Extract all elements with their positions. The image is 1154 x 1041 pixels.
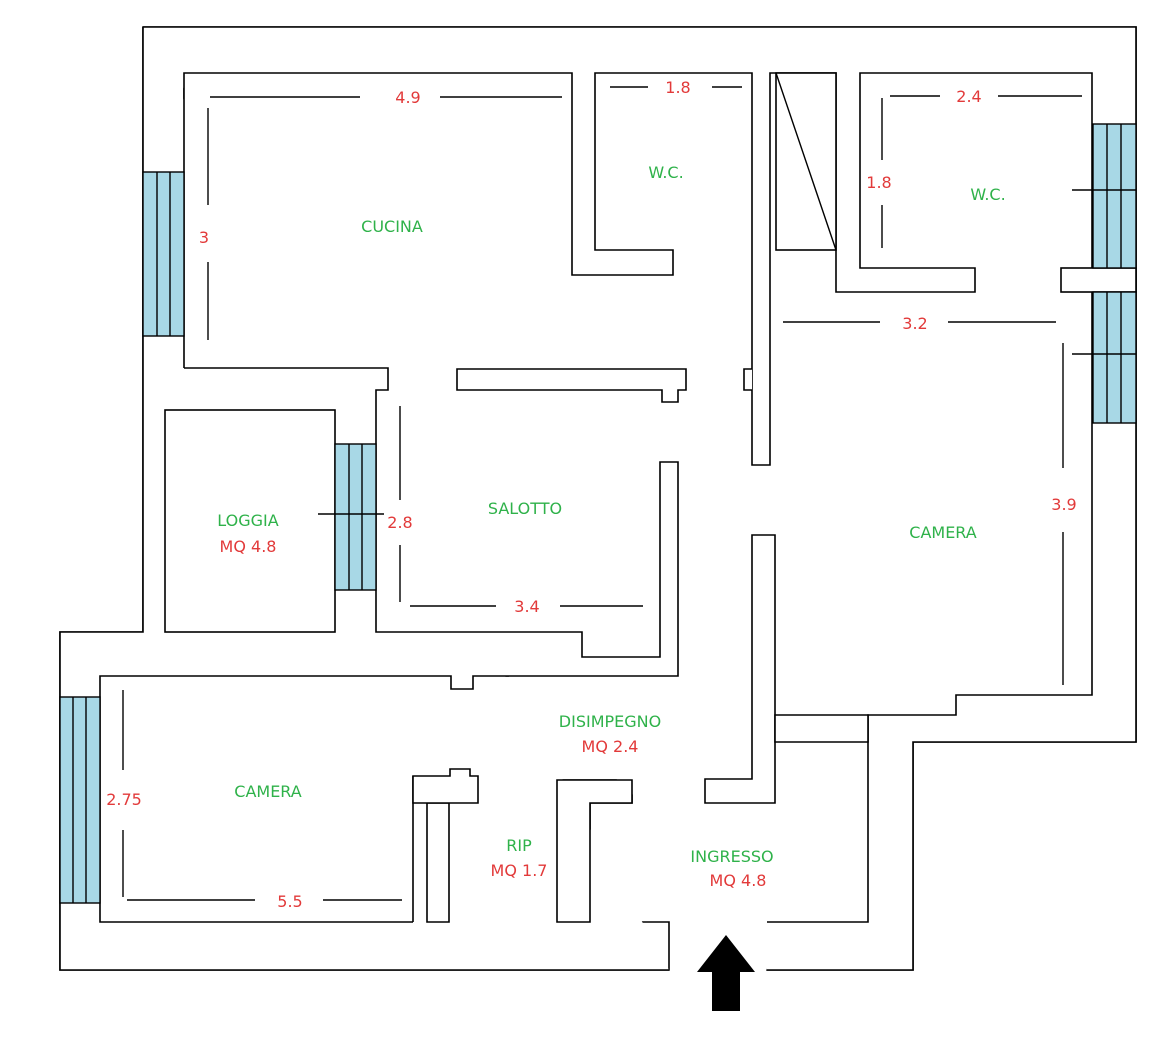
room-label-ingresso: INGRESSO xyxy=(690,847,773,866)
window-loggia xyxy=(334,443,377,591)
room-label-salotto: SALOTTO xyxy=(488,499,562,518)
ingresso-partition xyxy=(774,714,869,743)
dimension-lines xyxy=(122,86,1082,901)
room-label-wc-left: W.C. xyxy=(648,163,683,182)
dim-label-wc-left-width: 1.8 xyxy=(665,78,690,97)
window-camera-left xyxy=(59,696,101,904)
dim-label-wc-right-height: 1.8 xyxy=(866,173,891,192)
room-area-loggia: MQ 4.8 xyxy=(220,537,277,556)
dim-label-camera-right-width: 3.2 xyxy=(902,314,927,333)
room-area-ingresso: MQ 4.8 xyxy=(710,871,767,890)
corridor-stub xyxy=(743,368,752,391)
dim-label-salotto-width: 3.4 xyxy=(514,597,539,616)
corridor-wall xyxy=(704,534,776,804)
dim-label-cucina-height: 3 xyxy=(199,228,209,247)
room-area-rip: MQ 1.7 xyxy=(491,861,548,880)
rip-right-wall xyxy=(556,779,633,923)
loggia-wall xyxy=(164,409,336,633)
room-label-rip: RIP xyxy=(506,836,532,855)
window-cucina xyxy=(142,171,185,337)
dim-label-wc-right-width: 2.4 xyxy=(956,87,981,106)
dim-label-salotto-height: 2.8 xyxy=(387,513,412,532)
dim-label-cucina-width: 4.9 xyxy=(395,88,420,107)
dim-label-camera-left-width: 5.5 xyxy=(277,892,302,911)
room-label-camera-right: CAMERA xyxy=(909,523,977,542)
room-label-camera-left: CAMERA xyxy=(234,782,302,801)
window-wc-right xyxy=(1092,123,1137,269)
right-notch-wall xyxy=(1060,267,1137,293)
rip-partition xyxy=(412,768,479,804)
window-camera-right xyxy=(1092,291,1137,424)
dim-label-camera-left-height: 2.75 xyxy=(106,790,142,809)
room-label-disimpegno: DISIMPEGNO xyxy=(559,712,661,731)
room-label-wc-right: W.C. xyxy=(970,185,1005,204)
room-label-cucina: CUCINA xyxy=(361,217,423,236)
arrow-up-icon xyxy=(697,935,755,1011)
storage-diagonal xyxy=(775,72,837,251)
dim-label-camera-right-height: 3.9 xyxy=(1051,495,1076,514)
room-label-loggia: LOGGIA xyxy=(217,511,278,530)
salotto-top-wall xyxy=(456,368,687,403)
room-area-disimpegno: MQ 2.4 xyxy=(582,737,639,756)
